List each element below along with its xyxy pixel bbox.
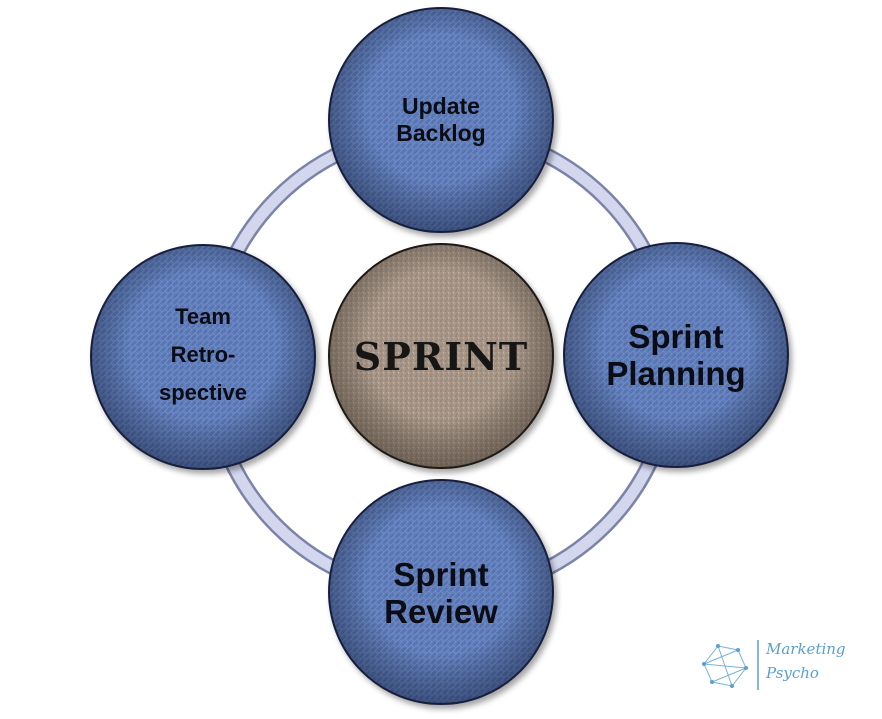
node-label-sprint-review: Sprint Review: [384, 556, 498, 630]
node-circle-team-retrospective: [90, 244, 316, 470]
node-label-sprint-planning: Sprint Planning: [606, 318, 746, 392]
center-label: SPRINT: [353, 333, 529, 379]
center-circle: [328, 243, 554, 469]
node-circle-sprint-review: [328, 479, 554, 705]
logo-text-line2: Psycho: [766, 664, 819, 682]
node-label-team-retrospective: Team Retro- spective: [158, 304, 248, 405]
node-label-update-backlog: Update Backlog: [396, 93, 486, 146]
marketing-psycho-logo: [702, 640, 759, 690]
node-circle-update-backlog: [328, 7, 554, 233]
node-circle-sprint-planning: [563, 242, 789, 468]
logo-text-line1: Marketing: [766, 640, 846, 658]
